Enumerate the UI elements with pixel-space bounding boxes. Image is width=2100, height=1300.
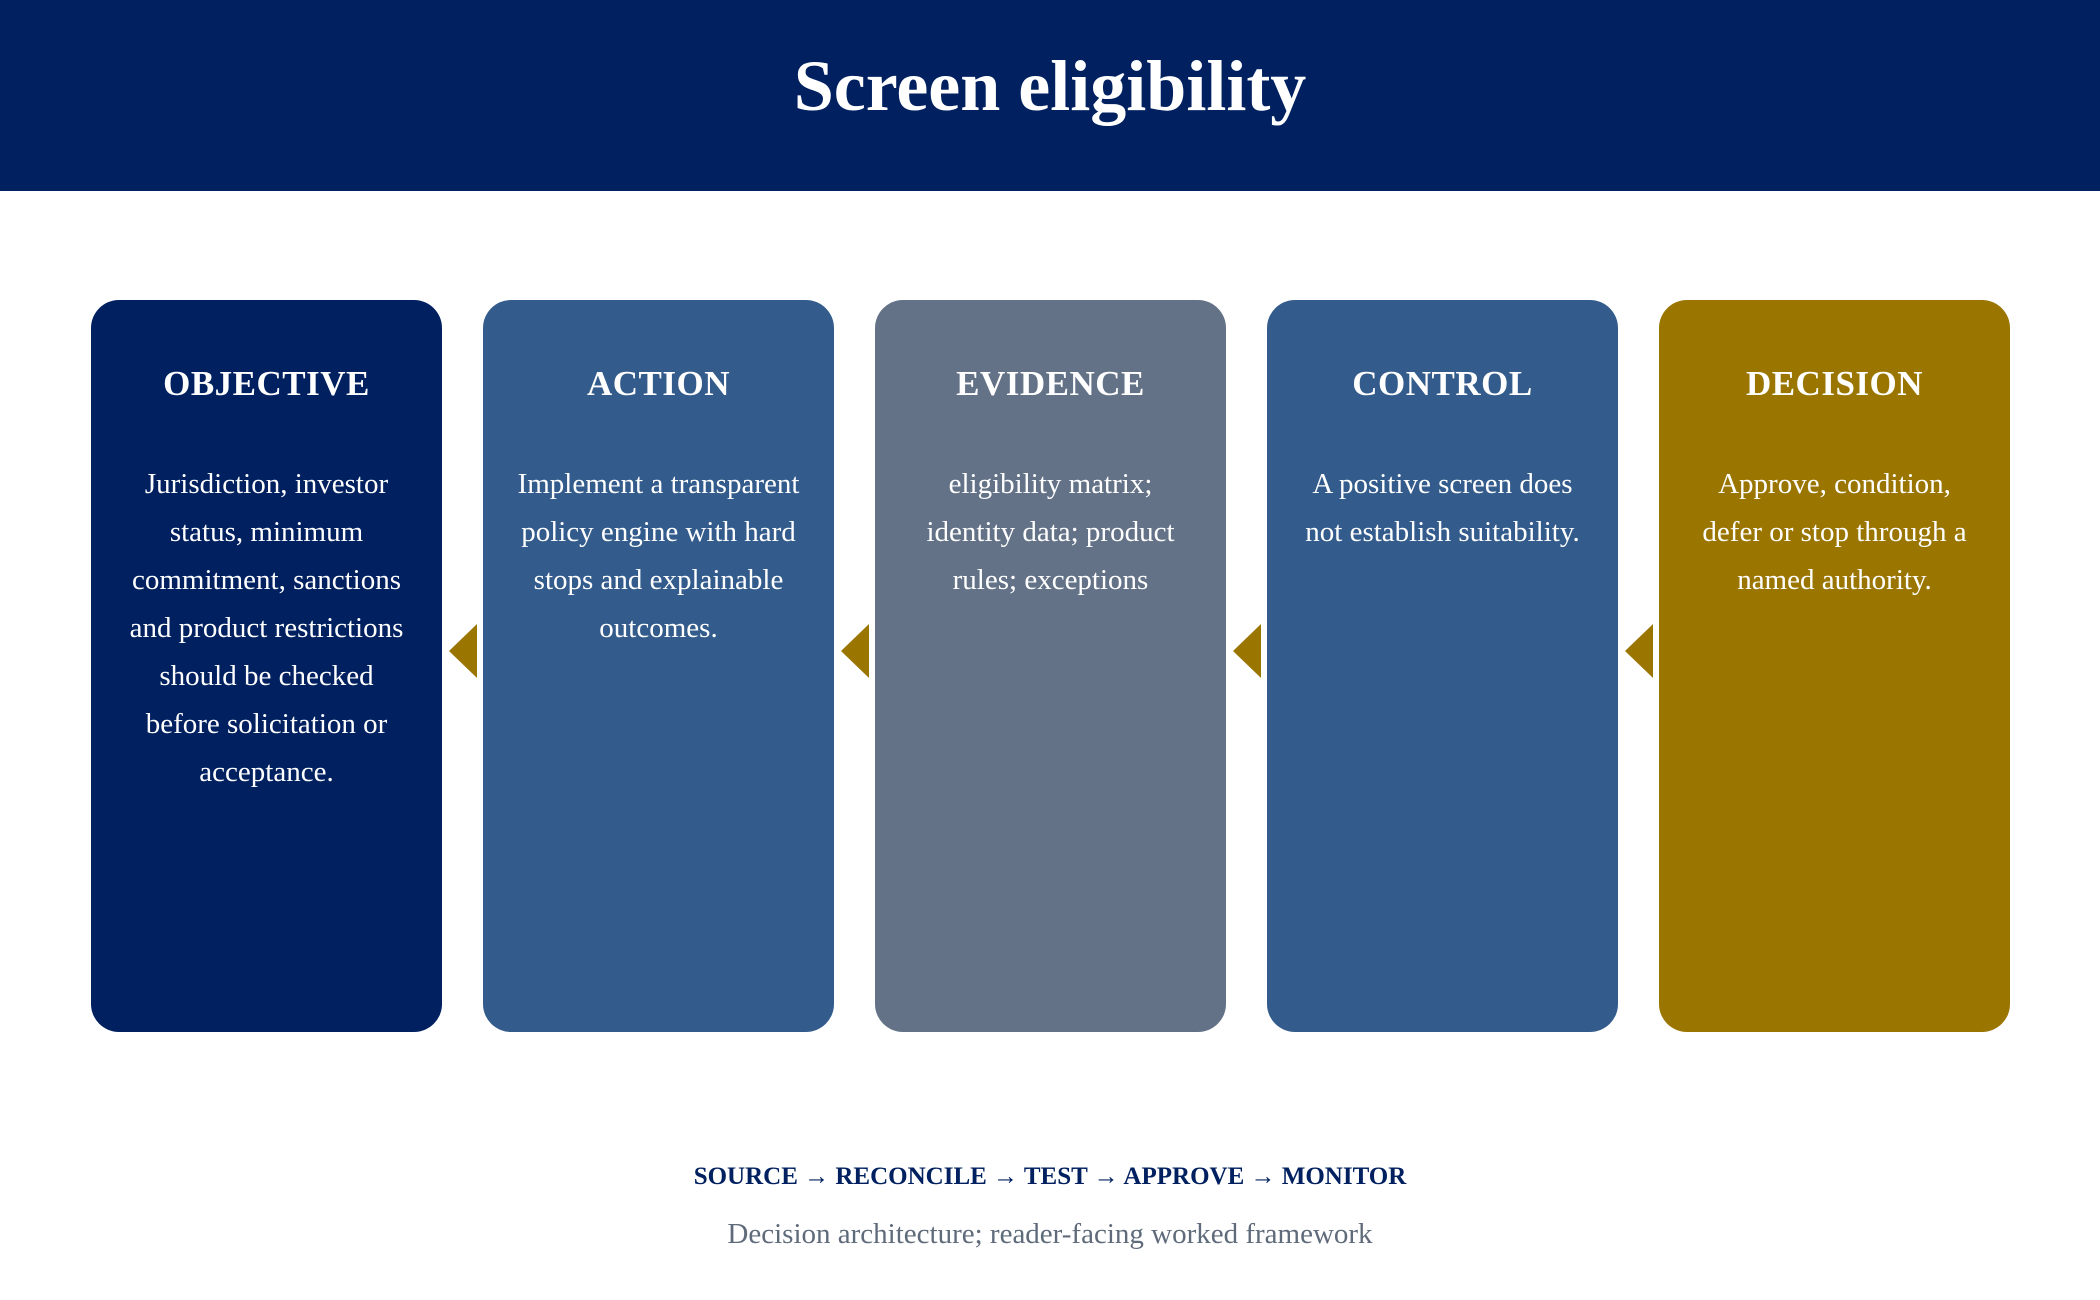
card-text: A positive screen does not establish sui…: [1305, 468, 1580, 548]
card-action: ACTION Implement a transparent policy en…: [483, 300, 834, 1032]
card-text: Implement a transparent policy engine wi…: [517, 468, 800, 644]
header-banner: Screen eligibility: [0, 0, 2100, 191]
card-text: Jurisdiction, investor status, minimum c…: [129, 468, 404, 788]
card-objective: OBJECTIVE Jurisdiction, investor status,…: [91, 300, 442, 1032]
card-title: ACTION: [586, 364, 731, 403]
card-text: Approve, condition, defer or stop throug…: [1702, 468, 1967, 596]
left-arrow-icon: [1625, 624, 1653, 678]
card-title: CONTROL: [1352, 364, 1533, 403]
card-title: OBJECTIVE: [163, 364, 370, 403]
card-text: eligibility matrix; identity data; produ…: [926, 468, 1175, 596]
card-title: DECISION: [1745, 364, 1924, 403]
left-arrow-icon: [841, 624, 869, 678]
card-decision: DECISION Approve, condition, defer or st…: [1659, 300, 2010, 1032]
process-flow: SOURCE → RECONCILE → TEST → APPROVE → MO…: [693, 1163, 1407, 1190]
card-control: CONTROL A positive screen does not estab…: [1267, 300, 1618, 1032]
caption: Decision architecture; reader-facing wor…: [727, 1218, 1373, 1250]
card-evidence: EVIDENCE eligibility matrix; identity da…: [875, 300, 1226, 1032]
card-title: EVIDENCE: [956, 364, 1145, 403]
left-arrow-icon: [1233, 624, 1261, 678]
page-title: Screen eligibility: [793, 45, 1307, 126]
left-arrow-icon: [449, 624, 477, 678]
